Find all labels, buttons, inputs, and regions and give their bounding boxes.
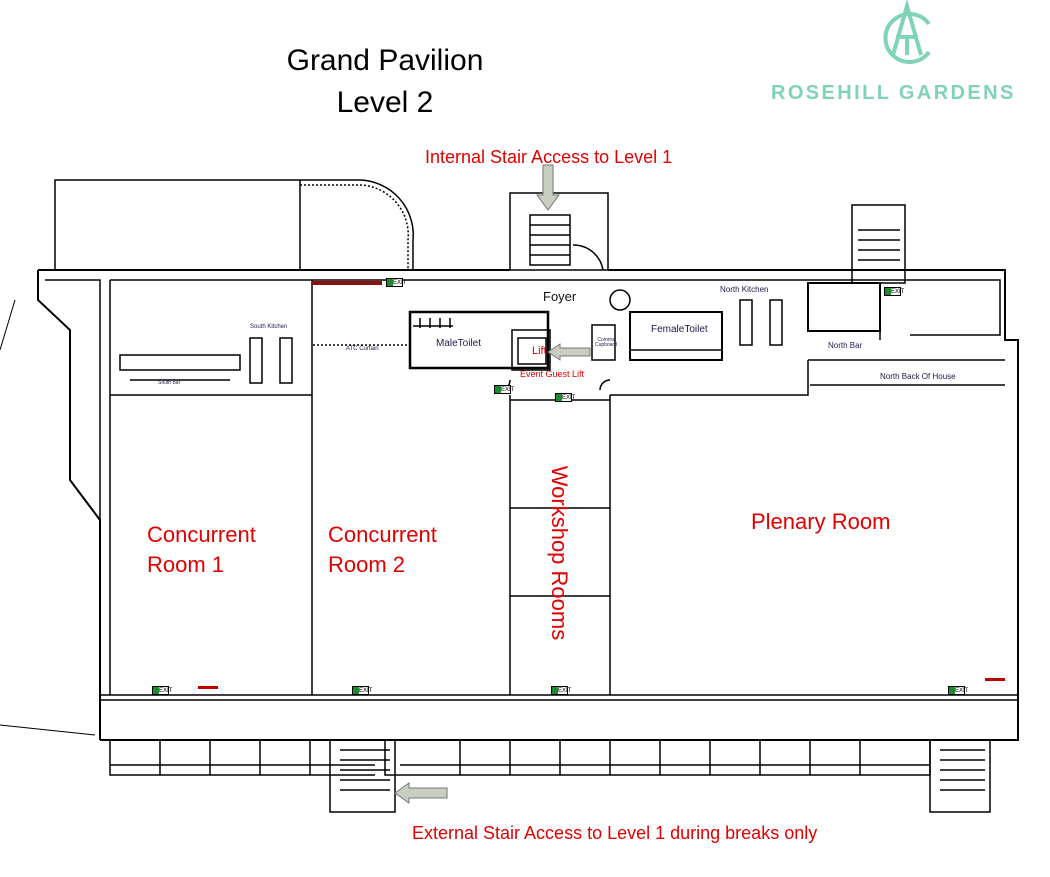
- brand-name: ROSEHILL GARDENS: [771, 82, 1016, 104]
- male-toilet-label: MaleToilet: [436, 338, 482, 349]
- plenary-room-label: Plenary Room: [751, 509, 891, 534]
- exit-sign: EXIT: [386, 278, 406, 287]
- north-kitchen-label: North Kitchen: [720, 285, 769, 294]
- arrow-left-icon: [394, 343, 591, 804]
- exit-sign: EXIT: [884, 287, 904, 296]
- external-stair-annotation: External Stair Access to Level 1 during …: [412, 823, 818, 843]
- foyer-label: Foyer: [543, 289, 577, 304]
- concurrent-room-1-label-line1: Concurrent: [147, 522, 256, 547]
- exit-sign: EXIT: [494, 385, 514, 394]
- title-line1: Grand Pavilion: [286, 44, 484, 77]
- concurrent-room-2-label-line1: Concurrent: [328, 522, 437, 547]
- concurrent-room-2-label-line2: Room 2: [328, 552, 406, 577]
- lift-label: Lift: [532, 345, 547, 357]
- title-line2: Level 2: [336, 86, 434, 119]
- north-back-of-house-label: North Back Of House: [880, 372, 956, 381]
- rosehill-logo-icon: [883, 0, 931, 64]
- south-kitchen-label: South Kitchen: [250, 324, 288, 330]
- exit-sign: EXIT: [555, 393, 575, 402]
- internal-stair: [509, 192, 609, 271]
- exit-sign: EXIT: [352, 686, 372, 695]
- concurrent-room-1-label-line2: Room 1: [147, 552, 225, 577]
- exit-sign: EXIT: [948, 686, 968, 695]
- atc-curtain-label: ATC Curtain: [346, 346, 379, 352]
- workshop-rooms-label: Workshop Rooms: [547, 465, 572, 641]
- south-bar-label: South Bar: [158, 380, 181, 386]
- arrow-down-icon: [536, 164, 560, 211]
- exit-sign: EXIT: [551, 686, 571, 695]
- exit-sign: EXIT: [152, 686, 172, 695]
- upper-deck: [54, 179, 301, 271]
- female-toilet-label: FemaleToilet: [651, 324, 708, 335]
- internal-stair-annotation: Internal Stair Access to Level 1: [425, 147, 673, 167]
- event-guest-lift-label: Event Guest Lift: [520, 369, 585, 379]
- comms-cupboard-label: Comms Cupboard: [595, 337, 617, 348]
- north-bar-label: North Bar: [828, 341, 863, 350]
